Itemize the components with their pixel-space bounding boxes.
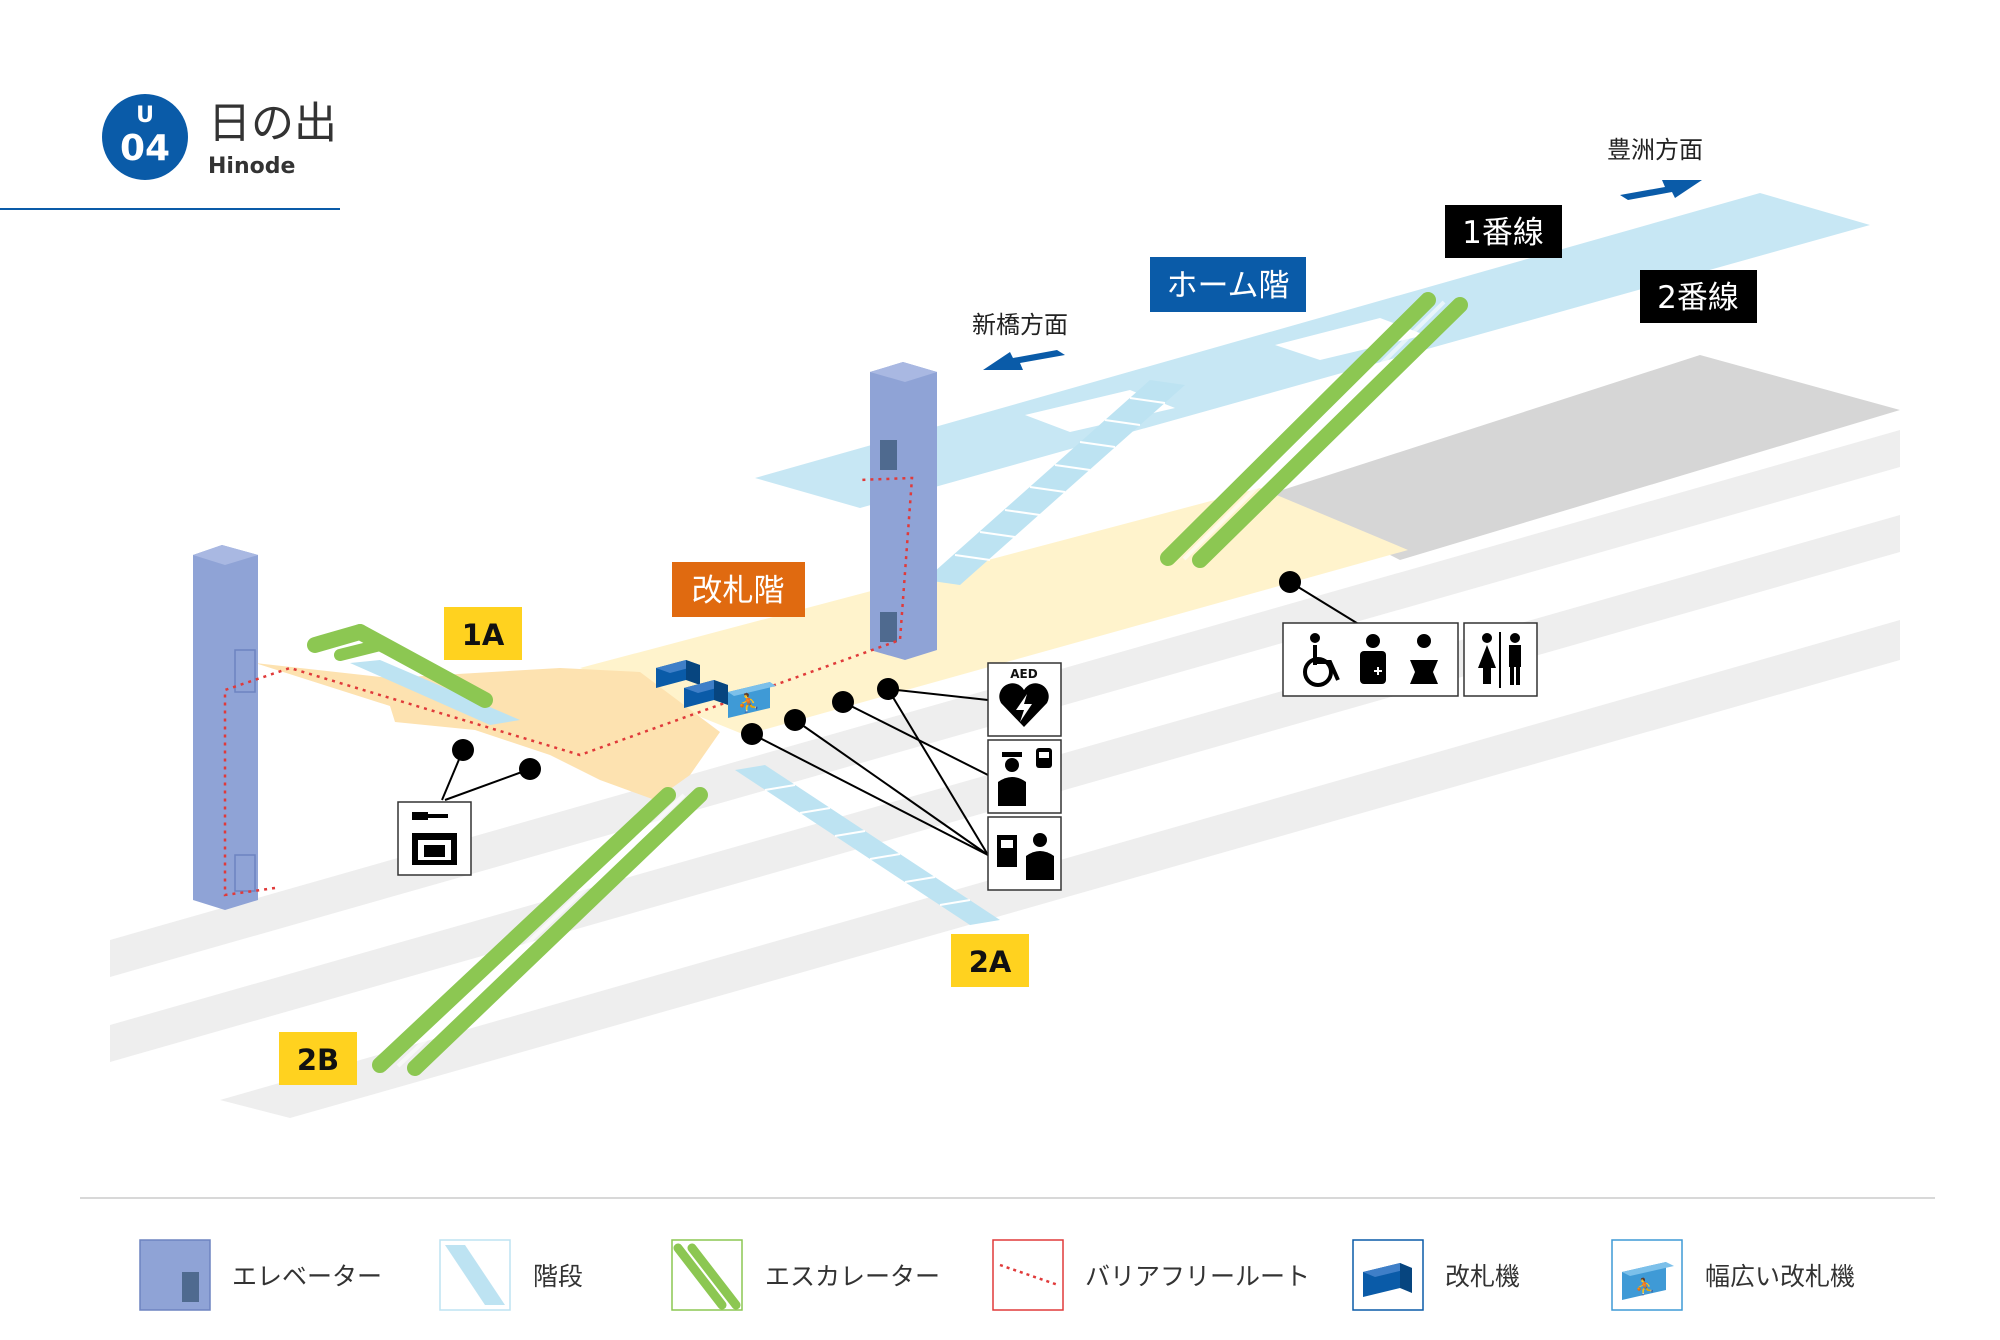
legend-elevator-label: エレベーター xyxy=(232,1262,382,1291)
line-label-1: 1番線 xyxy=(1445,205,1562,258)
stairs-platform xyxy=(925,380,1185,585)
elevator-center xyxy=(870,362,937,660)
aed-label: AED xyxy=(1010,667,1037,681)
escalator-exit-2B xyxy=(372,787,708,1076)
leader-lines xyxy=(441,581,1361,856)
station-name: 日の出 xyxy=(208,99,337,149)
exit-label-2A-text: 2A xyxy=(969,945,1012,979)
gate-icon xyxy=(656,660,700,688)
wheelchair-icon xyxy=(1303,633,1340,687)
baby-changing-icon xyxy=(1410,634,1438,684)
line-label-2: 2番線 xyxy=(1640,270,1757,323)
legend-stairs: 階段 xyxy=(439,1239,583,1311)
stairs-icon xyxy=(350,660,520,725)
exit-label-2A: 2A xyxy=(951,934,1029,987)
escalators xyxy=(307,292,1468,1076)
direction-shimbashi: 新橋方面 xyxy=(972,311,1068,370)
arrow-left-icon xyxy=(983,350,1065,370)
legend-escalator-label: エスカレーター xyxy=(765,1262,940,1291)
restroom-icon xyxy=(1463,622,1538,697)
station-roman-name: Hinode xyxy=(208,154,295,179)
direction-toyosu-label: 豊洲方面 xyxy=(1607,136,1703,164)
leader-dots xyxy=(452,571,1301,780)
exit-label-2B: 2B xyxy=(279,1032,357,1085)
exit-label-1A-text: 1A xyxy=(462,618,505,652)
direction-toyosu: 豊洲方面 xyxy=(1607,136,1703,200)
line-label-1-text: 1番線 xyxy=(1462,215,1544,251)
platform-structure xyxy=(1270,355,1900,560)
wide-gate-icon: ⛹ xyxy=(728,682,776,718)
aed-icon: AED xyxy=(987,662,1062,737)
line-letter: U xyxy=(136,103,154,128)
legend-wide-gate-label: 幅広い改札機 xyxy=(1705,1262,1855,1291)
escalator-platform xyxy=(1160,292,1468,568)
legend-stairs-label: 階段 xyxy=(533,1262,583,1291)
svg-text:⛹: ⛹ xyxy=(738,692,760,714)
floor-label-concourse: 改札階 xyxy=(672,562,805,617)
gate-icon xyxy=(684,680,728,708)
legend-gate: 改札機 xyxy=(1352,1239,1520,1311)
arrow-right-icon xyxy=(1620,180,1702,200)
escalator-exit-1A xyxy=(307,624,493,708)
ostomate-icon xyxy=(1360,634,1386,684)
floor-label-platform: ホーム階 xyxy=(1150,257,1306,312)
station-number: 04 xyxy=(120,128,170,169)
line-label-2-text: 2番線 xyxy=(1657,280,1739,316)
legend-wide-gate: ⛹ 幅広い改札機 xyxy=(1611,1239,1855,1311)
legend-barrier-free: バリアフリールート xyxy=(992,1239,1310,1311)
direction-shimbashi-label: 新橋方面 xyxy=(972,311,1068,339)
floor-label-concourse-text: 改札階 xyxy=(692,573,785,609)
legend-elevator: エレベーター xyxy=(139,1239,382,1311)
legend-gate-label: 改札機 xyxy=(1445,1262,1520,1291)
legend-escalator: エスカレーター xyxy=(671,1239,940,1311)
ticket-machine-icon xyxy=(987,816,1062,891)
legend-barrier-free-label: バリアフリールート xyxy=(1085,1262,1310,1291)
ticket-gates: ⛹ xyxy=(656,660,776,718)
stairs-icon xyxy=(735,765,1000,925)
floor-label-platform-text: ホーム階 xyxy=(1166,268,1289,304)
svg-text:⛹: ⛹ xyxy=(1635,1277,1655,1296)
coin-locker-icon xyxy=(397,801,472,876)
accessible-facilities-box xyxy=(1282,622,1459,697)
platform-opening xyxy=(1275,318,1425,360)
legend: エレベーター 階段 エスカレーター バリアフリールート 改札機 xyxy=(139,1239,1855,1311)
station-header: U 04 日の出 Hinode xyxy=(0,94,340,210)
exit-label-1A: 1A xyxy=(444,607,522,660)
exit-label-2B-text: 2B xyxy=(297,1043,339,1077)
station-staff-icon xyxy=(987,739,1062,814)
concourse-area xyxy=(255,663,720,800)
station-number-badge xyxy=(102,94,188,180)
stairs-exit-2A xyxy=(735,765,1000,925)
stairs-exit-1A xyxy=(350,660,520,725)
